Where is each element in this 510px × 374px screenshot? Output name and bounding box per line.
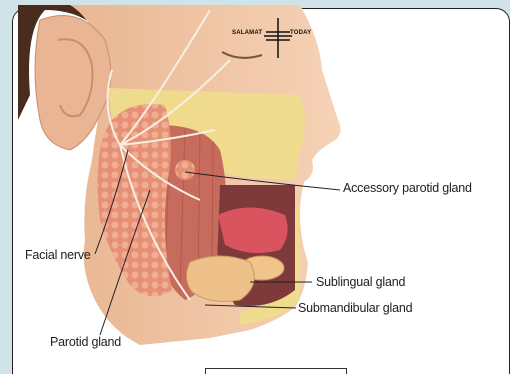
accessory-parotid-gland <box>175 160 195 180</box>
submandibular-gland <box>186 256 254 301</box>
label-submandibular-gland: Submandibular gland <box>298 301 412 315</box>
tongue <box>218 208 288 254</box>
label-parotid-gland: Parotid gland <box>50 335 121 349</box>
watermark-right-text: TODAY <box>290 30 311 36</box>
label-accessory-parotid-gland: Accessory parotid gland <box>343 181 472 195</box>
bottom-tab <box>205 368 347 374</box>
label-facial-nerve: Facial nerve <box>25 248 91 262</box>
watermark-left-text: SALAMAT <box>232 30 262 36</box>
label-sublingual-gland: Sublingual gland <box>316 275 405 289</box>
